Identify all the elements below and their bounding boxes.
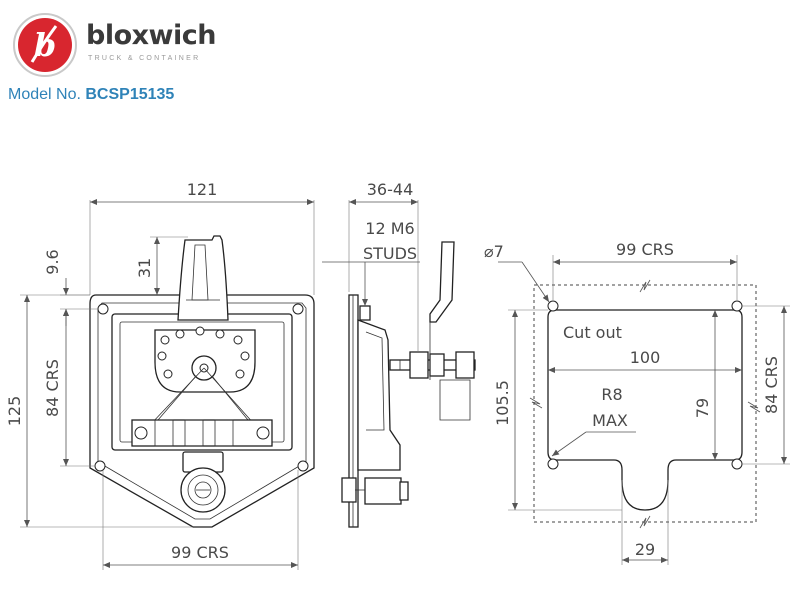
- bottom-crs-dimension: 99 CRS: [171, 543, 229, 562]
- right-crs-dimension: 84 CRS: [762, 356, 781, 414]
- tab-width-dimension: 29: [635, 540, 655, 559]
- side-view: 36-44 12 M6 STUDS: [322, 180, 476, 528]
- hole-diameter-label: ⌀7: [484, 242, 504, 261]
- brand-logo: b: [13, 13, 77, 77]
- top-crs-dimension: 99 CRS: [616, 240, 674, 259]
- studs-label-line2: STUDS: [363, 244, 417, 263]
- vertical-crs-dimension: 84 CRS: [43, 359, 62, 417]
- handle-height-dimension: 31: [135, 258, 154, 278]
- radius-label-line1: R8: [601, 385, 622, 404]
- brand-tagline: TRUCK & CONTAINER: [88, 55, 201, 62]
- model-label: Model No.: [8, 86, 81, 103]
- brand-name: bloxwich: [86, 20, 216, 51]
- model-number: BCSP15135: [85, 86, 175, 103]
- cut-width-dimension: 100: [630, 348, 661, 367]
- inner-height-dimension: 79: [693, 398, 712, 418]
- handle-offset-dimension: 9.6: [43, 249, 62, 274]
- cut-height-dimension: 105.5: [493, 380, 512, 426]
- cutout-view: ⌀7 99 CRS Cut out 100 105.5 79 84 CRS R8…: [484, 240, 790, 565]
- studs-label-line1: 12 M6: [365, 219, 414, 238]
- cut-out-label: Cut out: [563, 323, 622, 342]
- height-dimension: 125: [5, 396, 24, 427]
- model-line: Model No. BCSP15135: [8, 86, 174, 104]
- depth-dimension: 36-44: [367, 180, 414, 199]
- width-dimension: 121: [187, 180, 218, 199]
- radius-label-line2: MAX: [592, 411, 628, 430]
- front-view: 121 125 84 CRS 9.6 31 99 CRS: [5, 180, 315, 570]
- logo-letter: b: [34, 26, 56, 64]
